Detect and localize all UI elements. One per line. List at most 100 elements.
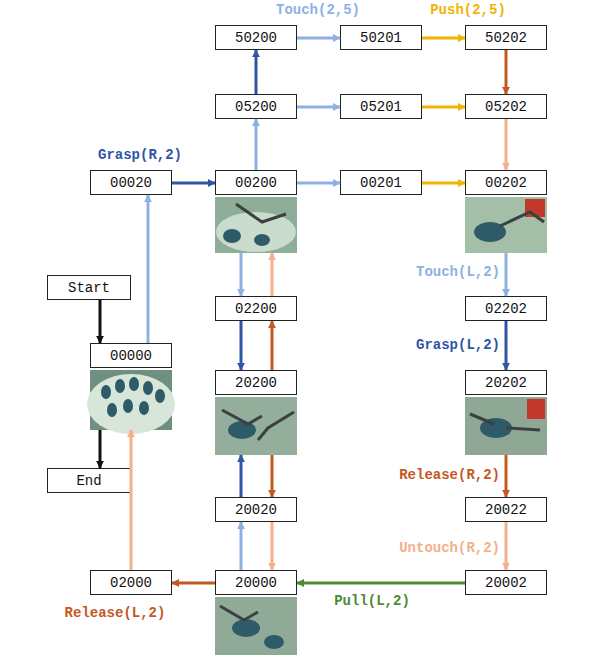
action-label: Release(R,2) bbox=[380, 468, 500, 482]
transition-arrow bbox=[255, 50, 258, 94]
state-code: 20000 bbox=[235, 576, 277, 590]
state-box: 05200 bbox=[215, 94, 297, 119]
photo-object bbox=[223, 229, 241, 243]
state-box: 50201 bbox=[340, 25, 422, 50]
transition-arrow bbox=[297, 37, 340, 40]
transition-arrow bbox=[147, 195, 150, 343]
action-label: Grasp(R,2) bbox=[98, 148, 208, 162]
photo-background bbox=[215, 397, 297, 455]
photo-object bbox=[129, 377, 139, 391]
photo-object bbox=[264, 635, 284, 649]
transition-arrow bbox=[99, 300, 102, 343]
transition-arrow bbox=[505, 522, 508, 570]
state-code: 02200 bbox=[235, 302, 277, 316]
state-code: 02000 bbox=[110, 576, 152, 590]
transition-arrow bbox=[130, 430, 133, 570]
state-box: 05201 bbox=[340, 94, 422, 119]
transition-arrow bbox=[240, 522, 243, 570]
transition-arrow bbox=[240, 321, 243, 370]
photo-tool bbox=[222, 410, 262, 424]
transition-arrow bbox=[297, 106, 340, 109]
state-code: 05200 bbox=[235, 100, 277, 114]
state-box: 02000 bbox=[90, 570, 172, 595]
state-code: 20200 bbox=[235, 376, 277, 390]
photo-tool bbox=[500, 212, 544, 226]
state-box: 20202 bbox=[465, 370, 547, 395]
state-box: Start bbox=[47, 275, 131, 300]
photo-background bbox=[215, 197, 297, 253]
photo-object bbox=[115, 379, 125, 393]
photo-background bbox=[215, 597, 297, 655]
transition-arrow bbox=[297, 182, 340, 185]
photo-object bbox=[101, 385, 111, 399]
state-code: 50202 bbox=[485, 31, 527, 45]
state-code: 00020 bbox=[110, 176, 152, 190]
state-code: 20202 bbox=[485, 376, 527, 390]
state-box: 20200 bbox=[215, 370, 297, 395]
action-label: Touch(L,2) bbox=[380, 265, 500, 279]
state-box: 02200 bbox=[215, 296, 297, 321]
transition-arrow bbox=[422, 182, 465, 185]
photo-tool bbox=[506, 428, 540, 430]
state-box: 20020 bbox=[215, 497, 297, 522]
photo-object bbox=[139, 401, 149, 415]
state-box: 00200 bbox=[215, 170, 297, 195]
transition-arrow bbox=[422, 106, 465, 109]
photo-push bbox=[465, 197, 547, 253]
state-code: 05202 bbox=[485, 100, 527, 114]
state-box: 50200 bbox=[215, 25, 297, 50]
photo-background bbox=[465, 397, 547, 455]
state-code: 50201 bbox=[360, 31, 402, 45]
state-box: 05202 bbox=[465, 94, 547, 119]
transition-arrow bbox=[505, 253, 508, 296]
state-code: 20002 bbox=[485, 576, 527, 590]
state-code: 20022 bbox=[485, 503, 527, 517]
photo-background bbox=[465, 197, 547, 253]
transition-arrow bbox=[505, 321, 508, 370]
transition-arrow bbox=[505, 50, 508, 94]
photo-object bbox=[143, 381, 153, 395]
photo-two-hands bbox=[465, 397, 547, 455]
transition-arrow bbox=[271, 455, 274, 497]
state-box: 00020 bbox=[90, 170, 172, 195]
transition-arrow bbox=[172, 582, 215, 585]
transition-arrow bbox=[271, 321, 274, 370]
transition-arrow bbox=[172, 182, 215, 185]
state-box: 00000 bbox=[90, 343, 172, 368]
state-code: 20020 bbox=[235, 503, 277, 517]
state-box: End bbox=[47, 468, 131, 493]
state-box: 00202 bbox=[465, 170, 547, 195]
state-code: 00200 bbox=[235, 176, 277, 190]
photo-object bbox=[155, 389, 165, 403]
state-code: 00202 bbox=[485, 176, 527, 190]
transition-arrow bbox=[297, 582, 465, 585]
state-box: 20022 bbox=[465, 497, 547, 522]
transition-arrow bbox=[505, 119, 508, 170]
state-code: End bbox=[76, 474, 101, 488]
photo-handover bbox=[215, 397, 297, 455]
action-label: Grasp(L,2) bbox=[380, 338, 500, 352]
state-box: 02202 bbox=[465, 296, 547, 321]
photo-tool bbox=[236, 204, 286, 222]
photo-tool bbox=[220, 606, 258, 620]
action-label: Untouch(R,2) bbox=[380, 541, 500, 555]
transition-arrow bbox=[99, 430, 102, 468]
action-label: Pull(L,2) bbox=[312, 594, 432, 608]
action-label: Release(L,2) bbox=[55, 606, 175, 620]
action-label: Touch(2,5) bbox=[258, 3, 378, 17]
state-box: 50202 bbox=[465, 25, 547, 50]
photo-object bbox=[228, 421, 256, 439]
transition-arrow bbox=[240, 253, 243, 296]
transition-arrow bbox=[240, 455, 243, 497]
photo-object bbox=[123, 399, 133, 413]
photo-tool bbox=[470, 414, 494, 424]
photo-object bbox=[527, 399, 545, 419]
photo-object bbox=[254, 234, 270, 246]
transition-arrow bbox=[505, 455, 508, 497]
state-code: 00000 bbox=[110, 349, 152, 363]
state-code: 05201 bbox=[360, 100, 402, 114]
photo-pull bbox=[215, 597, 297, 655]
state-box: 20002 bbox=[465, 570, 547, 595]
state-box: 20000 bbox=[215, 570, 297, 595]
